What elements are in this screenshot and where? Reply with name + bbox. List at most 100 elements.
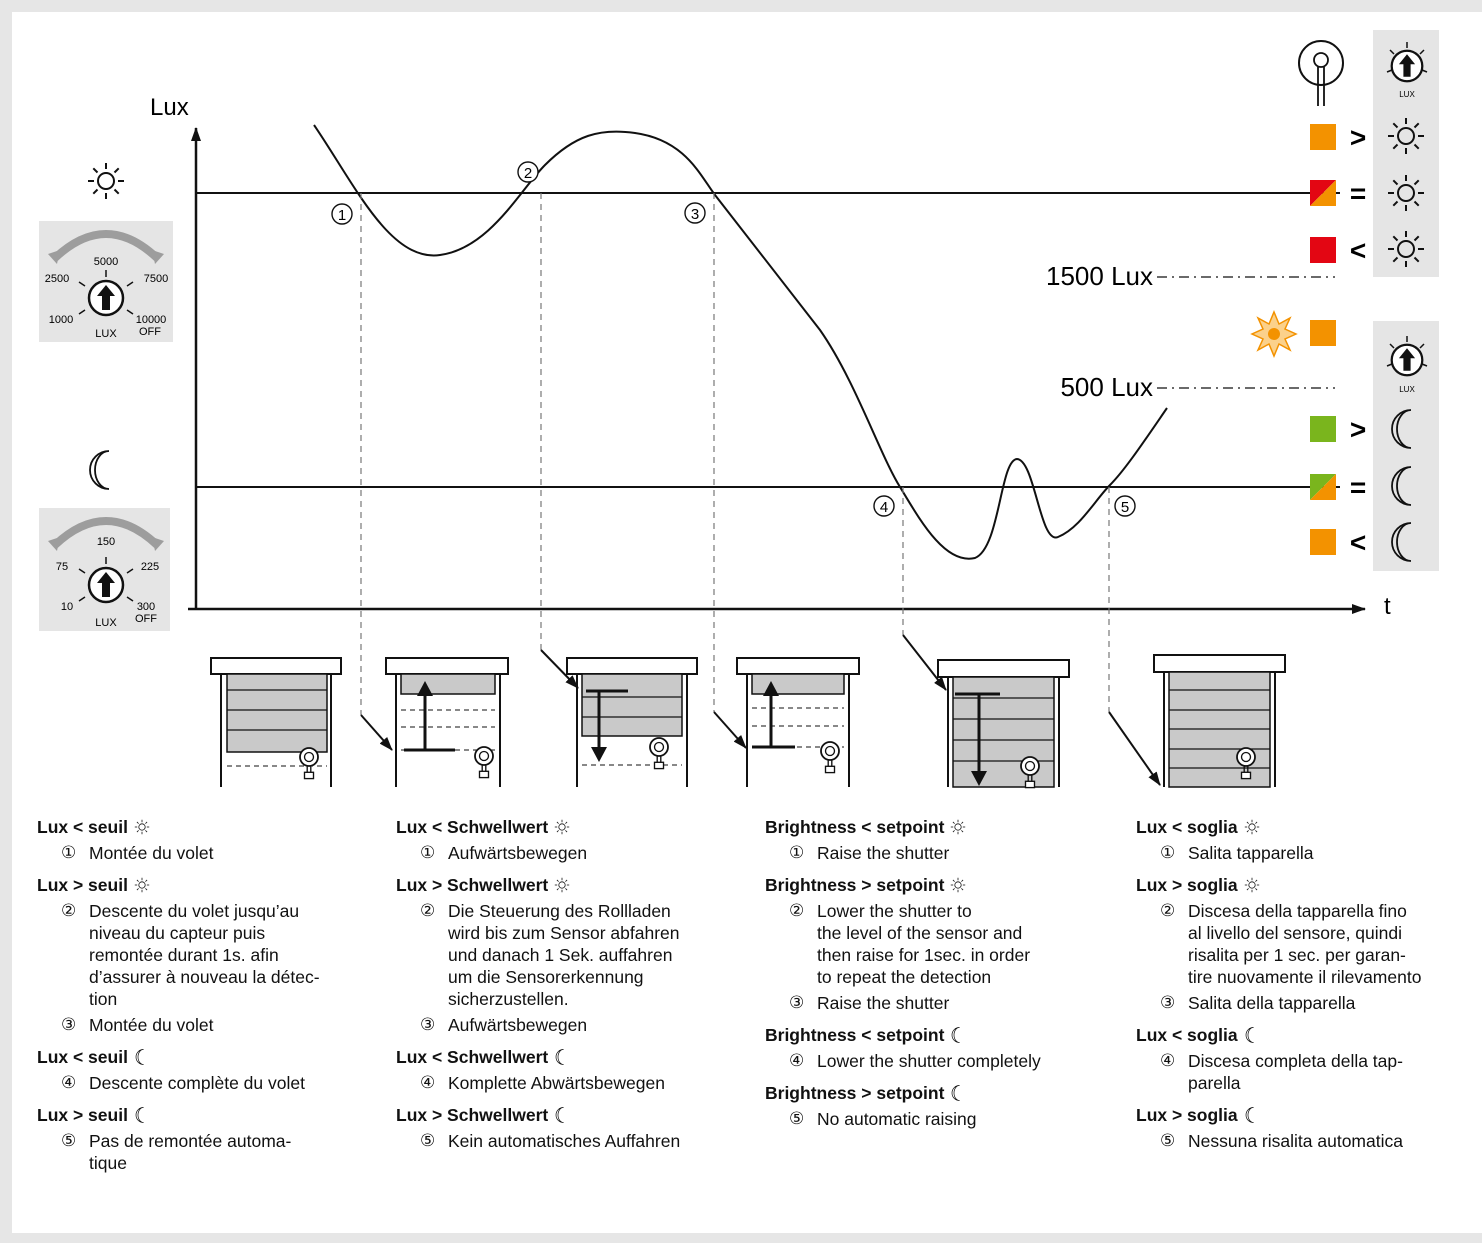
step-text: Salita tapparella	[1188, 843, 1314, 863]
step-number: ②	[789, 901, 805, 920]
marker-3: 3	[684, 202, 706, 224]
step-number: ①	[61, 843, 77, 862]
section-heading-text: Lux > Schwellwert	[396, 1105, 549, 1125]
sun-icon	[1244, 877, 1260, 893]
step-item: ④ Komplette Abwärtsbewegen	[420, 1072, 746, 1094]
section-heading: Lux < Schwellwert	[396, 816, 746, 838]
step-number: ④	[61, 1073, 77, 1092]
section-heading-text: Brightness < setpoint	[765, 1025, 945, 1045]
svg-text:5: 5	[1121, 499, 1129, 516]
section-heading-text: Lux > seuil	[37, 875, 128, 895]
led-orange-square-night	[1310, 529, 1336, 555]
section-heading: Brightness < setpoint	[765, 1024, 1115, 1046]
shutter-state-2	[540, 649, 698, 787]
moon-icon	[555, 1049, 565, 1065]
shutter-state-1	[360, 657, 509, 787]
step-number: ⑤	[61, 1131, 77, 1150]
lux-diagram: Lux t 1 2 3 4 5 1500 Lux 500 Lux	[39, 30, 1439, 789]
sun-icon	[554, 877, 570, 893]
step-text: Nessuna risalita automatica	[1188, 1131, 1403, 1151]
step-text: Raise the shutter	[817, 843, 950, 863]
marker-4: 4	[873, 495, 895, 517]
moon-icon	[1245, 1027, 1254, 1043]
moon-icon	[1245, 1107, 1254, 1123]
section-heading: Lux < soglia	[1136, 816, 1476, 838]
marker-5: 5	[1114, 495, 1136, 517]
step-number: ①	[1160, 843, 1176, 862]
step-number: ②	[61, 901, 77, 920]
step-text: Salita della tapparella	[1188, 993, 1356, 1013]
section-heading-text: Brightness > setpoint	[765, 1083, 945, 1103]
day-dial-tick-1000: 1000	[49, 314, 73, 326]
sun-icon	[950, 819, 967, 835]
section-heading: Lux < soglia	[1136, 1024, 1476, 1046]
marker-1: 1	[331, 203, 353, 225]
step-item: ① Salita tapparella	[1160, 842, 1476, 864]
night-dial-off: OFF	[135, 613, 157, 625]
day-dial-tick-2500: 2500	[45, 273, 69, 285]
step-number: ③	[61, 1015, 77, 1034]
step-number: ④	[420, 1073, 436, 1092]
section-heading: Brightness > setpoint	[765, 874, 1115, 896]
legend-night-dial-unit: LUX	[1399, 385, 1415, 394]
step-text: Komplette Abwärtsbewegen	[448, 1073, 665, 1093]
day-dial: 5000 2500 7500 1000 10000 OFF LUX	[39, 221, 173, 342]
legend-night-op-lt: <	[1350, 527, 1366, 558]
night-dial-unit: LUX	[95, 617, 117, 629]
section-heading: Lux > soglia	[1136, 1104, 1476, 1126]
step-text: No automatic raising	[817, 1109, 977, 1129]
section-heading: Lux > soglia	[1136, 874, 1476, 896]
section-heading: Lux > Schwellwert	[396, 1104, 746, 1126]
drop-lines	[360, 193, 1110, 715]
section-heading: Lux > seuil	[37, 1104, 367, 1126]
day-dial-tick-7500: 7500	[144, 273, 168, 285]
moon-icon	[135, 1049, 144, 1065]
night-dial-tick-150: 150	[97, 536, 115, 548]
section-heading-text: Lux > Schwellwert	[396, 875, 549, 895]
step-text: Lower the shutter completely	[817, 1051, 1041, 1071]
section-heading-text: Lux < seuil	[37, 817, 128, 837]
moon-icon	[135, 1107, 144, 1123]
night-dial-tick-75: 75	[56, 561, 68, 573]
step-number: ③	[1160, 993, 1176, 1012]
led-green-square	[1310, 416, 1336, 442]
section-heading: Lux < Schwellwert	[396, 1046, 746, 1068]
step-number: ①	[420, 843, 436, 862]
svg-text:1: 1	[338, 207, 346, 224]
step-number: ③	[420, 1015, 436, 1034]
svg-text:4: 4	[880, 499, 888, 516]
section-heading-text: Lux < seuil	[37, 1047, 128, 1067]
step-number: ⑤	[420, 1131, 436, 1150]
sun-icon	[1244, 819, 1260, 835]
step-text: Descente complète du volet	[89, 1073, 305, 1093]
section-heading-text: Lux > soglia	[1136, 1105, 1238, 1125]
step-number: ①	[789, 843, 805, 862]
moon-icon	[952, 1085, 961, 1101]
night-dial-tick-10: 10	[61, 601, 73, 613]
shutter-state-5	[1108, 654, 1286, 788]
legend-night-dial-icon: LUX	[1386, 336, 1428, 394]
section-heading: Brightness > setpoint	[765, 1082, 1115, 1104]
step-text: Discesa completa della tap- parella	[1188, 1051, 1403, 1093]
section-heading-text: Lux < Schwellwert	[396, 817, 549, 837]
day-dial-unit: LUX	[95, 328, 117, 340]
section-heading-text: Lux < soglia	[1136, 817, 1238, 837]
legend-night-op-gt: >	[1350, 414, 1366, 445]
section-heading: Lux < seuil	[37, 1046, 367, 1068]
legend-day-dial-unit: LUX	[1399, 90, 1415, 99]
section-heading: Lux > Schwellwert	[396, 874, 746, 896]
led-orange-square	[1310, 124, 1336, 150]
marker-2: 2	[517, 161, 539, 183]
legend-night-op-eq: =	[1350, 472, 1366, 503]
night-dial-tick-225: 225	[141, 561, 159, 573]
